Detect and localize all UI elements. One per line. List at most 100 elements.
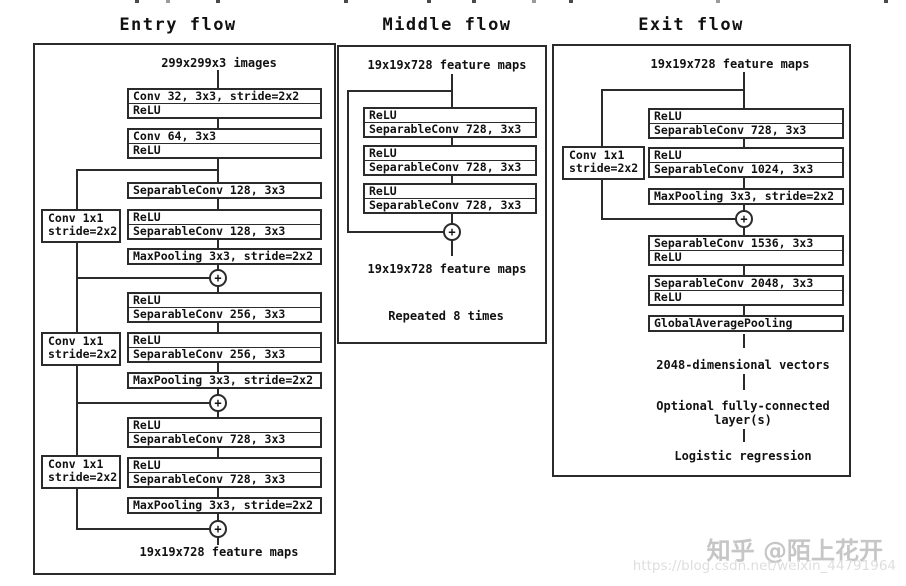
layer-row: SeparableConv 728, 3x3: [129, 432, 320, 446]
merge-add-node: +: [443, 223, 461, 241]
entry-maxpool3-block: MaxPooling 3x3, stride=2x2: [127, 497, 322, 514]
entry-shortcut-conv1x1-b: Conv 1x1 stride=2x2: [41, 332, 121, 366]
cropped-text-fragment: [532, 0, 536, 3]
layer-row: GlobalAveragePooling: [654, 317, 793, 330]
cropped-text-fragment: [216, 0, 220, 3]
entry-shortcut-conv1x1-a: Conv 1x1 stride=2x2: [41, 209, 121, 243]
layer-row: SeparableConv 728, 3x3: [650, 123, 842, 137]
merge-add-node: +: [209, 520, 227, 538]
merge-add-node: +: [735, 210, 753, 228]
exit-flow-title: Exit flow: [638, 15, 744, 35]
cropped-text-fragment: [716, 0, 720, 3]
connector-line: [743, 429, 745, 442]
zhihu-watermark: 知乎 @陌上花开: [706, 537, 883, 565]
entry-relu-sepconv128-block: ReLU SeparableConv 128, 3x3: [127, 209, 322, 240]
exit-fc-label-line1: Optional fully-connected: [656, 399, 830, 413]
layer-row: SeparableConv 128, 3x3: [129, 224, 320, 238]
shortcut-line: [347, 90, 452, 92]
layer-row: ReLU: [654, 110, 682, 123]
layer-row: ReLU: [369, 185, 397, 198]
layer-row: stride=2x2: [48, 470, 118, 484]
cropped-text-fragment: [135, 0, 139, 3]
layer-row: MaxPooling 3x3, stride=2x2: [133, 374, 314, 387]
connector-line: [743, 334, 745, 348]
layer-row: SeparableConv 1536, 3x3: [654, 237, 814, 250]
entry-conv64-block: Conv 64, 3x3 ReLU: [127, 128, 322, 159]
layer-row: ReLU: [133, 419, 161, 432]
middle-repeat-note: Repeated 8 times: [388, 309, 504, 323]
exit-input-label: 19x19x728 feature maps: [650, 57, 810, 71]
merge-add-node: +: [209, 269, 227, 287]
shortcut-line: [347, 231, 444, 233]
exit-sepconv1536-block: SeparableConv 1536, 3x3 ReLU: [648, 235, 844, 266]
exit-relu-sepconv728-block: ReLU SeparableConv 728, 3x3: [648, 108, 844, 139]
exit-globalavgpool-block: GlobalAveragePooling: [648, 315, 844, 332]
connector-line: [743, 374, 745, 390]
middle-input-label: 19x19x728 feature maps: [367, 58, 527, 72]
middle-relu-sepconv728-block-1: ReLU SeparableConv 728, 3x3: [363, 107, 537, 138]
layer-row: ReLU: [654, 149, 682, 162]
entry-shortcut-conv1x1-c: Conv 1x1 stride=2x2: [41, 455, 121, 489]
middle-flow-panel: [337, 45, 547, 344]
layer-row: SeparableConv 128, 3x3: [133, 184, 286, 197]
entry-flow-panel: [33, 43, 336, 575]
cropped-text-fragment: [427, 0, 431, 3]
entry-output-label: 19x19x728 feature maps: [139, 545, 299, 559]
layer-row: ReLU: [133, 459, 161, 472]
entry-relu-sepconv256-block: ReLU SeparableConv 256, 3x3: [127, 292, 322, 323]
shortcut-line: [601, 89, 744, 91]
cropped-text-fragment: [472, 0, 476, 3]
layer-row: SeparableConv 728, 3x3: [365, 160, 535, 174]
layer-row: ReLU: [133, 334, 161, 347]
layer-row: ReLU: [129, 143, 320, 157]
middle-output-label: 19x19x728 feature maps: [367, 262, 527, 276]
exit-maxpool-block: MaxPooling 3x3, stride=2x2: [648, 188, 844, 205]
shortcut-line: [76, 169, 218, 171]
exit-logistic-label: Logistic regression: [674, 449, 812, 463]
layer-row: Conv 32, 3x3, stride=2x2: [133, 90, 300, 103]
layer-row: SeparableConv 2048, 3x3: [654, 277, 814, 290]
layer-row: SeparableConv 1024, 3x3: [650, 162, 842, 176]
layer-row: SeparableConv 728, 3x3: [365, 198, 535, 212]
layer-row: MaxPooling 3x3, stride=2x2: [133, 499, 314, 512]
layer-row: Conv 1x1: [48, 211, 104, 225]
shortcut-line: [601, 218, 736, 220]
entry-relu-sepconv728b-block: ReLU SeparableConv 728, 3x3: [127, 457, 322, 488]
layer-row: ReLU: [133, 294, 161, 307]
csdn-url-watermark: https://blog.csdn.net/weixin_44791964: [632, 558, 896, 574]
cropped-text-fragment: [344, 0, 348, 3]
layer-row: stride=2x2: [48, 347, 118, 361]
exit-relu-sepconv1024-block: ReLU SeparableConv 1024, 3x3: [648, 147, 844, 178]
shortcut-line: [347, 91, 349, 232]
middle-flow-title: Middle flow: [382, 15, 512, 35]
layer-row: ReLU: [133, 211, 161, 224]
layer-row: ReLU: [650, 290, 842, 304]
cropped-text-fragment: [166, 0, 170, 3]
entry-relu-sepconv728-block: ReLU SeparableConv 728, 3x3: [127, 417, 322, 448]
shortcut-line: [76, 277, 210, 279]
middle-relu-sepconv728-block-3: ReLU SeparableConv 728, 3x3: [363, 183, 537, 214]
layer-row: ReLU: [369, 147, 397, 160]
layer-row: Conv 1x1: [48, 334, 104, 348]
layer-row: ReLU: [129, 103, 320, 117]
entry-sepconv128-block: SeparableConv 128, 3x3: [127, 182, 322, 199]
layer-row: Conv 1x1: [569, 148, 625, 162]
layer-row: SeparableConv 256, 3x3: [129, 347, 320, 361]
entry-conv32-block: Conv 32, 3x3, stride=2x2 ReLU: [127, 88, 322, 119]
layer-row: stride=2x2: [48, 224, 118, 238]
exit-fc-label-line2: layer(s): [714, 413, 772, 427]
exit-vectors-label: 2048-dimensional vectors: [656, 358, 830, 372]
layer-row: Conv 64, 3x3: [133, 130, 217, 143]
entry-maxpool1-block: MaxPooling 3x3, stride=2x2: [127, 248, 322, 265]
entry-relu-sepconv256b-block: ReLU SeparableConv 256, 3x3: [127, 332, 322, 363]
entry-input-label: 299x299x3 images: [161, 56, 277, 70]
shortcut-line: [76, 528, 210, 530]
layer-row: ReLU: [650, 250, 842, 264]
cropped-text-fragment: [569, 0, 573, 3]
exit-shortcut-conv1x1: Conv 1x1 stride=2x2: [562, 146, 645, 180]
entry-maxpool2-block: MaxPooling 3x3, stride=2x2: [127, 372, 322, 389]
layer-row: Conv 1x1: [48, 457, 104, 471]
layer-row: SeparableConv 728, 3x3: [129, 472, 320, 486]
layer-row: MaxPooling 3x3, stride=2x2: [133, 250, 314, 263]
